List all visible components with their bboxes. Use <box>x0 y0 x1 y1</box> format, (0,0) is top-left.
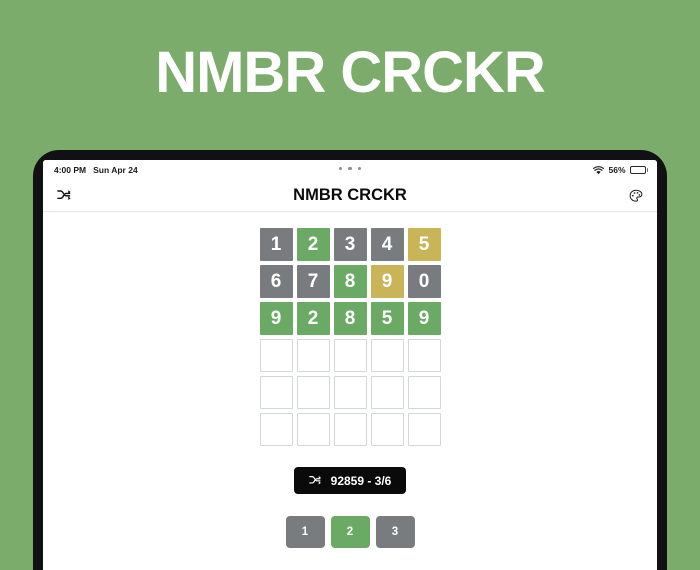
grid-tile: 5 <box>370 302 404 335</box>
grid-tile-empty <box>333 376 367 409</box>
grid-tile-empty <box>407 339 441 372</box>
grid-tile-empty <box>407 413 441 446</box>
grid-tile: 4 <box>370 228 404 261</box>
shuffle-icon[interactable] <box>55 187 73 205</box>
grid-tile: 0 <box>407 265 441 298</box>
key-2[interactable]: 2 <box>330 516 370 548</box>
app-title: NMBR CRCKR <box>293 186 407 204</box>
shuffle-icon <box>308 474 322 487</box>
tablet-screen: 4:00 PM Sun Apr 24 56% <box>43 160 657 570</box>
grid-tile: 8 <box>333 302 367 335</box>
status-bar-time: 4:00 PM <box>54 165 87 175</box>
grid-tile-empty <box>296 413 330 446</box>
grid-tile-empty <box>296 376 330 409</box>
wifi-icon <box>593 165 605 175</box>
tablet-device-frame: 4:00 PM Sun Apr 24 56% <box>33 150 667 570</box>
grid-tile: 3 <box>333 228 367 261</box>
grid-tile-empty <box>407 376 441 409</box>
key-1[interactable]: 1 <box>285 516 325 548</box>
grid-tile: 6 <box>259 265 293 298</box>
grid-tile-empty <box>333 339 367 372</box>
multitasking-dots-icon[interactable] <box>339 167 361 171</box>
palette-icon[interactable] <box>627 187 645 205</box>
grid-tile: 2 <box>296 228 330 261</box>
grid-tile: 1 <box>259 228 293 261</box>
status-bar-right: 56% <box>593 165 648 175</box>
grid-tile: 8 <box>333 265 367 298</box>
share-score-label: 92859 - 3/6 <box>330 473 392 488</box>
page-title: NMBR CRCKR <box>155 40 546 105</box>
battery-percent-label: 56% <box>608 165 626 175</box>
app-header: NMBR CRCKR <box>43 180 657 212</box>
grid-tile: 5 <box>407 228 441 261</box>
grid-tile: 9 <box>407 302 441 335</box>
share-score-button[interactable]: 92859 - 3/6 <box>293 467 407 494</box>
grid-tile-empty <box>259 376 293 409</box>
grid-tile-empty <box>259 339 293 372</box>
grid-tile-empty <box>370 413 404 446</box>
grid-tile: 9 <box>259 302 293 335</box>
grid-tile: 9 <box>370 265 404 298</box>
grid-tile-empty <box>370 376 404 409</box>
key-3[interactable]: 3 <box>375 516 415 548</box>
grid-tile-empty <box>259 413 293 446</box>
status-bar: 4:00 PM Sun Apr 24 56% <box>43 160 657 180</box>
grid-tile: 7 <box>296 265 330 298</box>
status-bar-left: 4:00 PM Sun Apr 24 <box>54 165 138 175</box>
grid-tile-empty <box>296 339 330 372</box>
grid-tile-empty <box>333 413 367 446</box>
battery-icon <box>629 166 648 174</box>
grid-tile-empty <box>370 339 404 372</box>
status-bar-date: Sun Apr 24 <box>93 165 138 175</box>
grid-tile: 2 <box>296 302 330 335</box>
